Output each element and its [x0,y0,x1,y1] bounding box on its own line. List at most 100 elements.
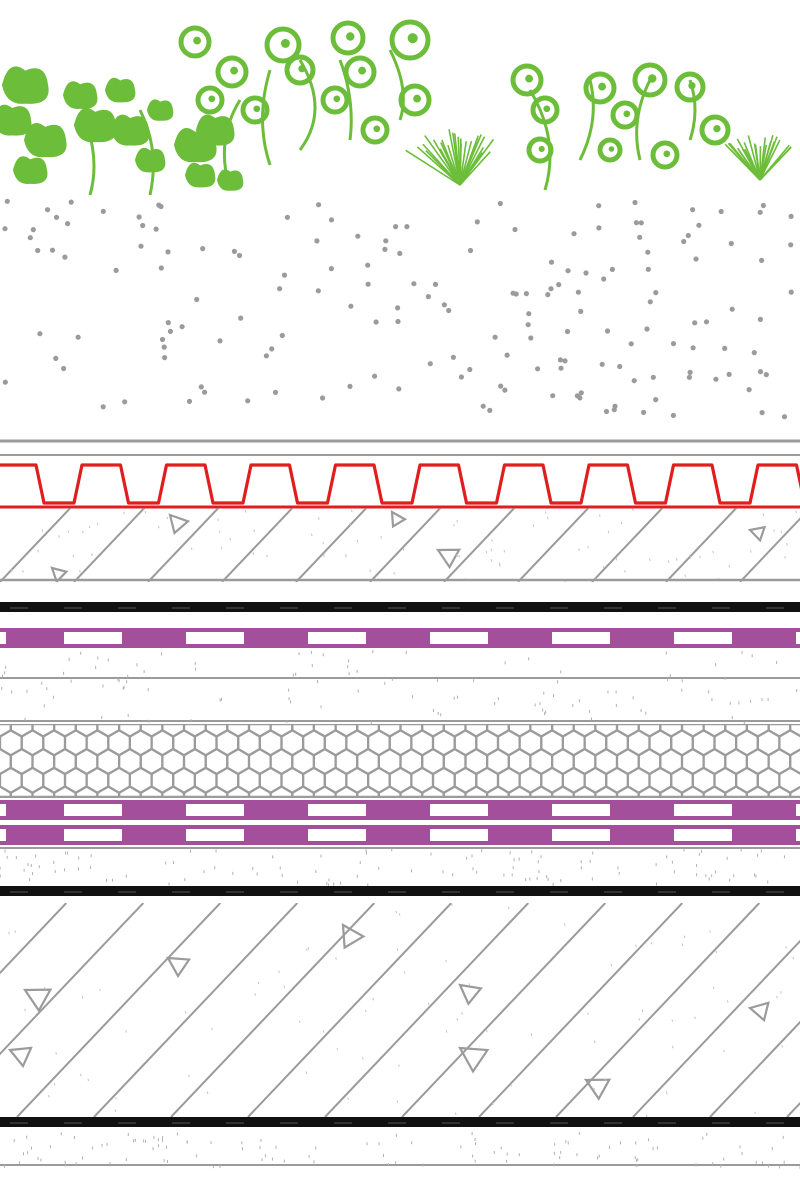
substrate-dot [432,281,439,287]
grain-mark [676,558,678,561]
flower-center [333,95,341,103]
hatch-line [632,939,800,1117]
grain-mark [795,510,797,514]
grain-mark [650,941,653,945]
substrate-dot [631,378,637,384]
insulation-core-layer [0,724,800,798]
grain-mark [82,530,84,534]
hatch-line [555,903,761,1117]
substrate-dot [498,383,504,389]
substrate-dot [628,341,634,347]
substrate-dot [638,220,644,226]
grain-mark [454,1112,457,1116]
hatch-line [16,903,222,1117]
substrate-dot [757,369,764,375]
substrate-dot [617,363,623,370]
grain-mark [380,535,382,539]
fern-frond [451,132,461,186]
substrate-dot [355,233,361,239]
substrate-dot [757,209,763,215]
grain-mark [398,913,401,916]
hatch-line [0,903,68,975]
substrate-dot [467,366,473,373]
board-gap [796,632,800,644]
root-barrier-layer [0,602,800,612]
board-gap [430,632,488,644]
substrate-dot [548,286,554,292]
honeycomb-cell [139,785,164,798]
grain-mark [220,546,223,550]
grain-mark [620,521,623,525]
grain-mark [699,555,701,559]
substrate-dot [729,306,735,312]
flower-center [663,150,671,158]
aggregate-mark [390,510,408,529]
honeycomb-cell [334,785,359,798]
grain-mark [298,1020,301,1024]
substrate-dot [165,249,171,255]
flower-head [597,137,623,163]
substrate-dot [100,404,106,410]
grain-mark [427,1002,430,1005]
substrate-dot [383,238,389,244]
grain-mark [58,535,60,538]
substrate-dot [703,319,710,325]
flower-head [178,25,212,59]
grain-mark [607,530,610,534]
substrate-dot [348,303,354,309]
board-gap [0,829,6,841]
substrate-dot [690,207,696,213]
grain-mark [114,1109,117,1112]
grain-mark [593,1087,595,1091]
fern-frond [405,149,461,186]
board-gap [308,804,366,816]
flower-center [407,33,418,44]
substrate-dot [2,226,8,232]
substrate-dot [284,214,290,220]
substrate-dot [653,397,659,403]
substrate-dot [528,335,534,341]
grain-mark [645,1114,648,1117]
substrate-dot [693,256,699,262]
flower-center [688,82,696,90]
leaf-cluster [73,108,117,143]
substrate-dot [194,296,200,303]
fern-frond [447,144,461,186]
honeycomb-cell [659,785,684,798]
leaf-cluster [0,104,32,136]
grain-mark [638,1018,641,1021]
board-gap [552,829,610,841]
grain-mark [157,525,160,529]
substrate-dot [446,307,452,314]
grain-mark [310,533,313,537]
substrate-dot [2,379,8,385]
substrate-dot [577,395,583,401]
honeycomb-cell [745,785,770,798]
fern-frond [747,135,761,181]
substrate-dot [645,249,651,255]
grain-mark [530,1033,533,1036]
grain-mark [684,574,687,578]
substrate-dot [487,407,493,413]
flower-center [358,66,367,75]
grain-mark [578,548,580,551]
grain-mark [365,1009,367,1013]
substrate-dot [759,257,765,263]
honeycomb-cell [182,785,207,798]
grain-mark [780,991,782,994]
substrate-dot [562,358,568,364]
grain-mark [356,539,359,543]
flower-center [598,82,607,91]
flower-head [264,26,302,64]
grain-mark [683,935,686,939]
bottom-membrane-band [0,1117,800,1127]
honeycomb-cell [572,785,597,798]
grain-mark [91,553,93,557]
grain-mark [648,558,651,562]
grain-mark [792,956,795,960]
fern-frond [457,136,461,186]
substrate-dot [474,219,480,225]
substrate-dot [545,292,551,298]
honeycomb-cell [637,785,662,798]
substrate-dot [122,399,128,405]
